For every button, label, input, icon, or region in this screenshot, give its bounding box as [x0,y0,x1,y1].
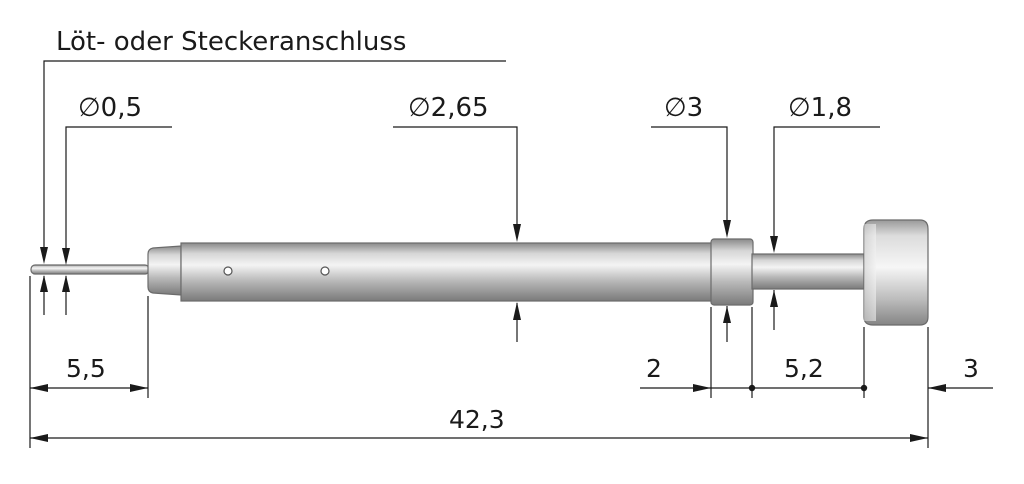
spring-probe [30,219,929,326]
extension-lines [29,276,929,448]
plunger-diameter-dimension: ∅1,8 [770,93,880,330]
probe-head [863,219,929,326]
collar-diameter-value: 3 [687,93,704,123]
barrel-diameter-value: 2,65 [431,93,489,123]
plunger-length-value: 5,2 [784,354,824,383]
connection-label: Löt- oder Steckeranschluss [56,27,406,57]
head-length-dimension: 3 [928,354,993,392]
plunger-diameter-value: 1,8 [811,93,852,123]
diameter-icon: ∅ [664,93,687,123]
svg-text:∅0,5: ∅0,5 [78,93,142,123]
plunger-length-dimension: 5,2 [711,354,868,392]
collar-length-value: 2 [646,354,662,383]
barrel-hole [320,266,330,276]
probe-end-cap [147,245,182,296]
svg-text:∅1,8: ∅1,8 [788,93,852,123]
wire-length-value: 5,5 [66,354,106,383]
wire-diameter-value: 0,5 [101,93,142,123]
head-length-value: 3 [963,354,979,383]
wire-length-dimension: 5,5 [30,354,148,392]
svg-text:∅2,65: ∅2,65 [408,93,489,123]
diameter-icon: ∅ [408,93,431,123]
probe-wire [30,264,150,275]
barrel-diameter-dimension: ∅2,65 [393,93,521,342]
connection-callout: Löt- oder Steckeranschluss [40,27,506,264]
barrel-hole [223,266,233,276]
diameter-icon: ∅ [788,93,811,123]
total-length-value: 42,3 [449,405,505,434]
svg-text:∅3: ∅3 [664,93,703,123]
probe-barrel [180,242,713,302]
collar-diameter-dimension: ∅3 [651,93,731,342]
wire-diameter-dimension: ∅0,5 [40,93,172,315]
collar-length-dimension: 2 [640,354,711,392]
diameter-icon: ∅ [78,93,101,123]
total-length-dimension: 42,3 [30,405,928,442]
probe-collar [710,238,754,306]
probe-plunger [751,253,865,290]
